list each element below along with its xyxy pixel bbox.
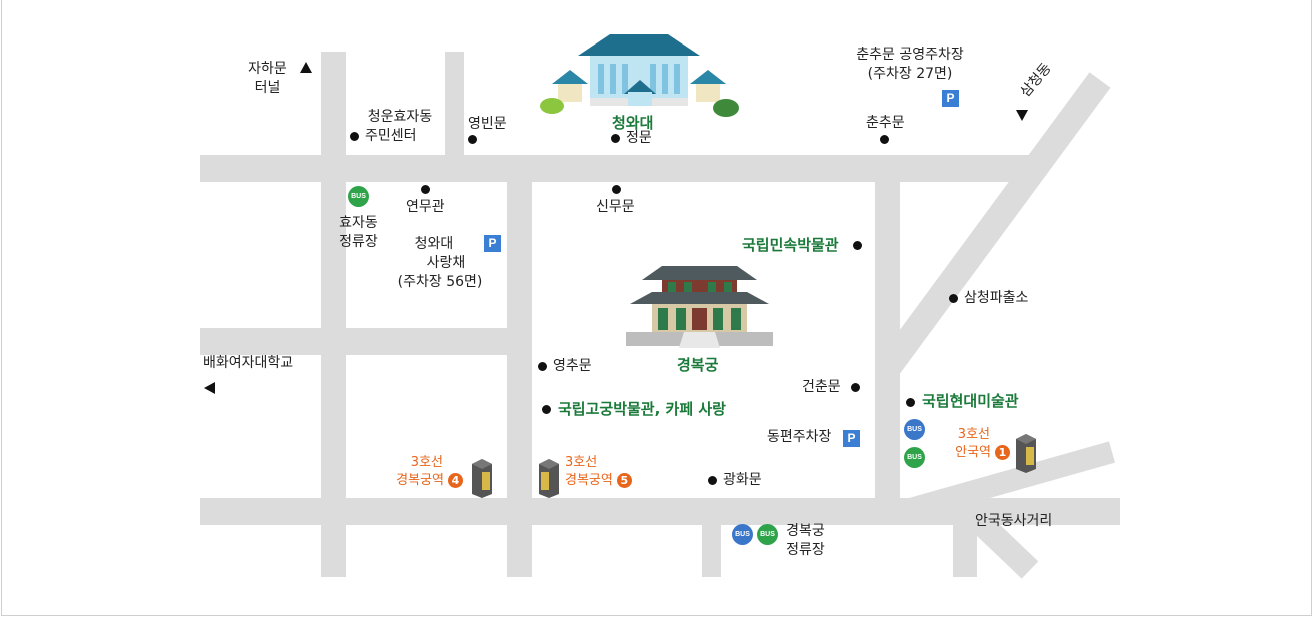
subway-exit-icon	[539, 459, 559, 498]
poi-dot	[949, 294, 958, 303]
road-horizontal-middle	[200, 328, 530, 355]
poi-dot	[853, 241, 862, 250]
label-jeongmun: 정문	[626, 130, 652, 146]
poi-dot	[421, 185, 430, 194]
label-palace-museum: 국립고궁박물관, 카페 사랑	[558, 400, 726, 418]
poi-dot	[468, 135, 477, 144]
poi-dot	[880, 135, 889, 144]
label-east-parking: 동편주차장	[767, 429, 832, 445]
label-folk-museum: 국립민속박물관	[742, 236, 839, 254]
parking-icon: P	[942, 90, 959, 107]
road-vertical-1	[321, 52, 346, 577]
exit-number-badge: 4	[448, 473, 463, 488]
poi-dot	[611, 134, 620, 143]
poi-dot	[612, 185, 621, 194]
label-mmca: 국립현대미술관	[922, 392, 1019, 410]
triangle-left-icon	[204, 382, 215, 394]
bus-stop-icon: BUS	[757, 524, 778, 545]
road-vertical-3	[507, 170, 532, 577]
label-gyeongbokgung: 경복궁	[677, 356, 719, 374]
gyeongbokgung-palace-icon	[626, 266, 773, 348]
label-jumin-center: 주민센터	[365, 128, 417, 144]
bus-stop-icon: BUS	[348, 186, 369, 207]
poi-dot	[708, 476, 717, 485]
triangle-down-left-icon	[1016, 110, 1028, 121]
poi-dot	[906, 398, 915, 407]
exit-number-badge: 1	[995, 445, 1010, 460]
exit-number-badge: 5	[616, 473, 632, 488]
label-yeongbinmun: 영빈문	[468, 116, 507, 132]
subway-exit-icon	[472, 459, 492, 498]
cheongwadae-building-icon	[540, 34, 739, 117]
bus-stop-icon: BUS	[904, 419, 925, 440]
road-samcheong-diagonal	[874, 72, 1111, 380]
poi-dot	[851, 383, 860, 392]
bus-stop-icon: BUS	[732, 524, 753, 545]
label-chunchumun: 춘추문	[866, 115, 905, 131]
label-cheongwadae: 청와대	[612, 114, 654, 132]
label-gwanghwamun: 광화문	[723, 472, 762, 488]
bus-stop-icon: BUS	[904, 447, 925, 468]
road-anguk-branch	[956, 499, 1039, 579]
label-sinmumun: 신무문	[596, 199, 635, 215]
road-vertical-2	[445, 52, 464, 177]
label-baehwa-university: 배화여자대학교	[203, 355, 294, 371]
poi-dot	[542, 405, 551, 414]
label-samcheong-police: 삼청파출소	[964, 290, 1029, 306]
label-yeonmugwan: 연무관	[406, 199, 445, 215]
road-vertical-5	[702, 515, 721, 577]
poi-dot	[350, 132, 359, 141]
poi-dot	[538, 362, 547, 371]
label-chunchu-parking: 춘추문 공영주차장(주차장 27면)	[856, 47, 964, 82]
label-geonchunmun: 건춘문	[802, 379, 841, 395]
label-anguk-junction: 안국동사거리	[975, 513, 1053, 529]
label-sarangchae: 청와대 사랑채 (주차장 56면)	[397, 236, 483, 290]
label-yeongchumun: 영추문	[553, 358, 592, 374]
triangle-up-icon	[300, 62, 312, 73]
road-anguk-diagonal	[897, 441, 1115, 523]
subway-exit-icon	[1016, 434, 1036, 473]
parking-icon: P	[484, 235, 501, 252]
label-cheongun-center: 청운효자동	[367, 109, 433, 125]
parking-icon: P	[843, 430, 860, 447]
